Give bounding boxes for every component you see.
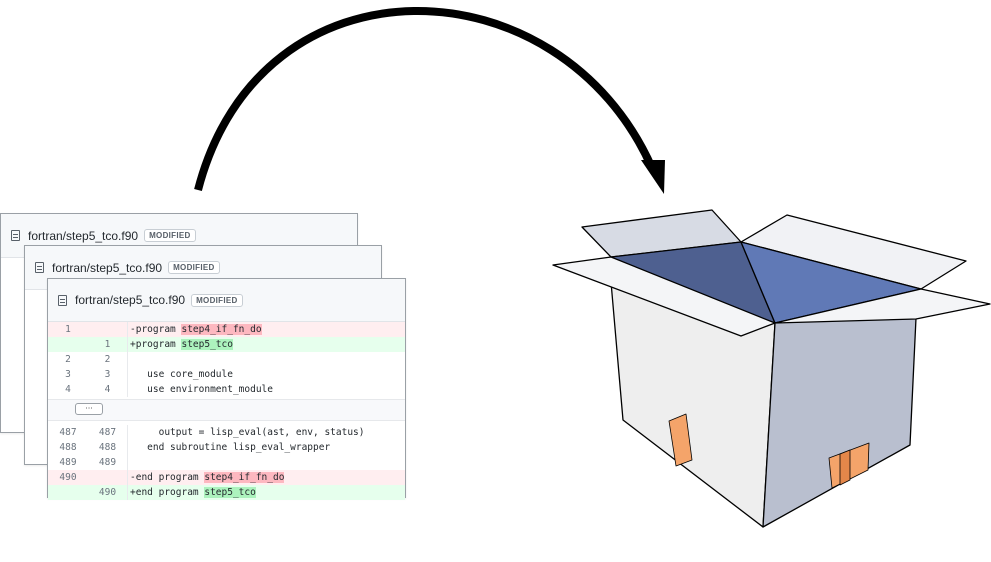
new-line-number: 1 — [88, 337, 128, 352]
diff-row-added: 490 +end program step5_tco — [48, 485, 405, 500]
old-line-number — [48, 337, 88, 352]
new-line-number: 4 — [88, 382, 128, 397]
expand-hidden-lines-button[interactable]: ··· — [75, 403, 103, 415]
code-line — [128, 352, 130, 367]
diff-row-context: 487 487 output = lisp_eval(ast, env, sta… — [48, 425, 405, 440]
file-name-link[interactable]: fortran/step5_tco.f90 — [28, 228, 139, 243]
diff-row-context: 4 4 use environment_module — [48, 382, 405, 397]
code-text: +end program — [130, 487, 205, 498]
new-line-number — [88, 470, 128, 485]
old-line-number — [48, 485, 88, 500]
new-line-number: 489 — [88, 455, 128, 470]
curved-arrow-icon — [194, 7, 665, 194]
new-line-number: 490 — [88, 485, 128, 500]
new-line-number: 488 — [88, 440, 128, 455]
code-line — [128, 455, 130, 470]
added-token: step5_tco — [204, 487, 256, 498]
old-line-number: 2 — [65, 354, 71, 365]
diff-card-header: fortran/step5_tco.f90 MODIFIED — [48, 279, 405, 322]
code-text: +program — [130, 339, 182, 350]
code-line: use core_module — [130, 369, 233, 380]
old-line-number: 4 — [65, 384, 71, 395]
status-badge: MODIFIED — [144, 229, 196, 242]
code-line: +program step5_tco — [128, 337, 233, 352]
status-badge: MODIFIED — [191, 293, 243, 307]
code-line: -program step4_if_fn_do — [128, 322, 262, 337]
diff-row-context: 488 488 end subroutine lisp_eval_wrapper — [48, 440, 405, 455]
hunk-expander: ··· — [48, 399, 405, 421]
diff-body: 1 -program step4_if_fn_do 1 +program ste… — [48, 322, 405, 500]
code-line: +end program step5_tco — [128, 485, 256, 500]
old-line-number: 3 — [65, 369, 71, 380]
diff-row-deleted: 490 -end program step4_if_fn_do — [48, 470, 405, 485]
old-line-number: 1 — [65, 324, 71, 335]
file-icon — [35, 262, 44, 273]
old-line-number: 488 — [59, 442, 77, 453]
file-icon — [11, 230, 20, 241]
open-box-icon — [552, 209, 991, 528]
code-text: -program — [130, 324, 182, 335]
file-name-link[interactable]: fortran/step5_tco.f90 — [75, 293, 186, 307]
code-text: -end program — [130, 472, 205, 483]
diff-row-added: 1 +program step5_tco — [48, 337, 405, 352]
new-line-number: 3 — [88, 367, 128, 382]
code-line: end subroutine lisp_eval_wrapper — [130, 442, 331, 453]
diff-row-context: 3 3 use core_module — [48, 367, 405, 382]
old-line-number: 489 — [59, 457, 77, 468]
new-line-number — [88, 322, 128, 337]
diff-card-front: fortran/step5_tco.f90 MODIFIED 1 -progra… — [47, 278, 406, 500]
diff-row-deleted: 1 -program step4_if_fn_do — [48, 322, 405, 337]
removed-token: step4_if_fn_do — [181, 324, 262, 335]
diff-row-context: 2 2 — [48, 352, 405, 367]
code-line: use environment_module — [130, 384, 273, 395]
code-line: output = lisp_eval(ast, env, status) — [130, 427, 365, 438]
code-line: -end program step4_if_fn_do — [128, 470, 285, 485]
removed-token: step4_if_fn_do — [204, 472, 285, 483]
old-line-number: 487 — [59, 427, 77, 438]
status-badge: MODIFIED — [168, 261, 220, 274]
file-icon — [58, 294, 67, 306]
added-token: step5_tco — [181, 339, 233, 350]
new-line-number: 2 — [88, 352, 128, 367]
old-line-number: 490 — [59, 472, 77, 483]
diff-row-context: 489 489 — [48, 455, 405, 470]
file-name-link[interactable]: fortran/step5_tco.f90 — [52, 260, 163, 275]
new-line-number: 487 — [88, 425, 128, 440]
